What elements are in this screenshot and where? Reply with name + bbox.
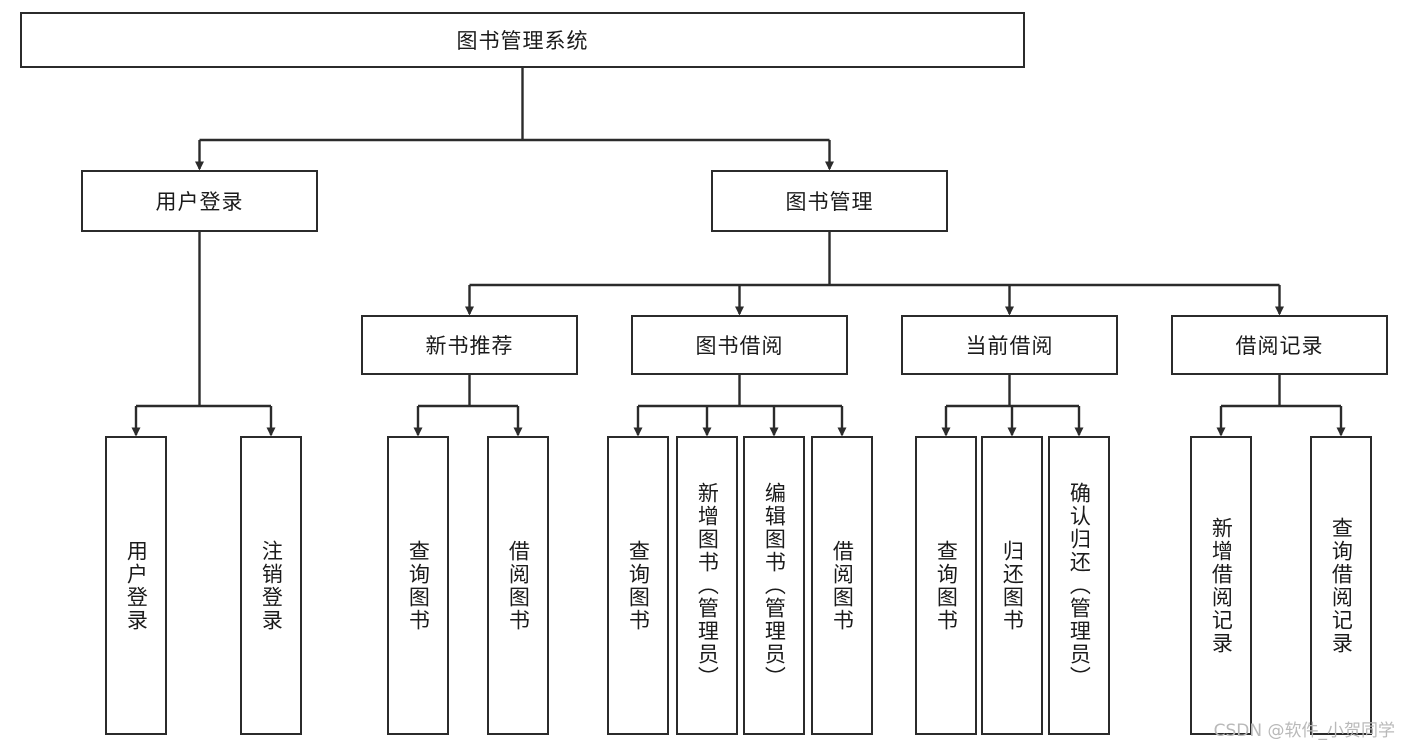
- node-label: 图书管理系统: [456, 29, 589, 53]
- node-label: 当前借阅: [965, 334, 1054, 358]
- node-new-book-rec[interactable]: 新书推荐: [361, 315, 578, 375]
- node-leaf-add-book[interactable]: 新增图书（管理员）: [676, 436, 738, 735]
- node-label: 编辑图书（管理员）: [762, 482, 787, 689]
- node-label: 图书借阅: [695, 334, 784, 358]
- watermark-text: CSDN @软件_小贺同学: [1213, 721, 1395, 741]
- node-leaf-edit-book[interactable]: 编辑图书（管理员）: [743, 436, 805, 735]
- node-leaf-query-book-3[interactable]: 查询图书: [915, 436, 977, 735]
- node-root[interactable]: 图书管理系统: [20, 12, 1025, 68]
- node-label: 新增图书（管理员）: [695, 482, 720, 689]
- node-leaf-add-record[interactable]: 新增借阅记录: [1190, 436, 1252, 735]
- node-label: 新增借阅记录: [1209, 516, 1234, 655]
- node-label: 查询图书: [406, 539, 431, 632]
- node-leaf-confirm-return[interactable]: 确认归还（管理员）: [1048, 436, 1110, 735]
- node-leaf-borrow-book-2[interactable]: 借阅图书: [811, 436, 873, 735]
- node-label: 用户登录: [124, 539, 149, 632]
- node-leaf-query-record[interactable]: 查询借阅记录: [1310, 436, 1372, 735]
- node-label: 注销登录: [259, 539, 284, 632]
- node-leaf-query-book-1[interactable]: 查询图书: [387, 436, 449, 735]
- node-label: 图书管理: [785, 190, 874, 214]
- node-borrow-record[interactable]: 借阅记录: [1171, 315, 1388, 375]
- node-leaf-query-book-2[interactable]: 查询图书: [607, 436, 669, 735]
- node-label: 借阅记录: [1235, 334, 1324, 358]
- node-label: 归还图书: [1000, 539, 1025, 632]
- node-label: 确认归还（管理员）: [1067, 482, 1092, 689]
- node-label: 查询图书: [934, 539, 959, 632]
- node-label: 查询图书: [626, 539, 651, 632]
- node-label: 查询借阅记录: [1329, 516, 1354, 655]
- node-label: 借阅图书: [506, 539, 531, 632]
- node-user-login[interactable]: 用户登录: [81, 170, 318, 232]
- node-current-borrow[interactable]: 当前借阅: [901, 315, 1118, 375]
- node-label: 借阅图书: [830, 539, 855, 632]
- node-label: 用户登录: [155, 190, 244, 214]
- node-leaf-user-login[interactable]: 用户登录: [105, 436, 167, 735]
- node-leaf-user-logout[interactable]: 注销登录: [240, 436, 302, 735]
- node-leaf-borrow-book-1[interactable]: 借阅图书: [487, 436, 549, 735]
- node-book-manage[interactable]: 图书管理: [711, 170, 948, 232]
- node-book-borrow[interactable]: 图书借阅: [631, 315, 848, 375]
- node-leaf-return-book[interactable]: 归还图书: [981, 436, 1043, 735]
- node-label: 新书推荐: [425, 334, 514, 358]
